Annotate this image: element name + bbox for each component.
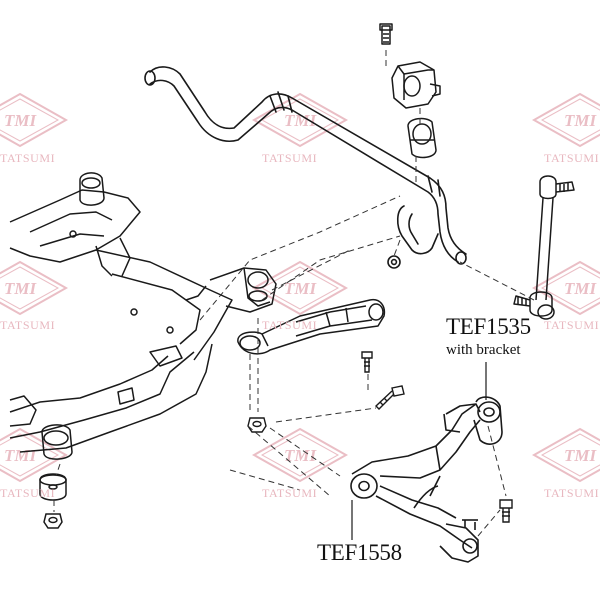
lower-bushing-and-nut	[39, 473, 67, 529]
watermark-brand-text-9: TATSUMI	[544, 486, 600, 500]
callout-leader-lines	[351, 362, 487, 540]
watermark-brand-text-6: TATSUMI	[544, 318, 600, 332]
bolt-arm-right	[499, 499, 513, 523]
watermark-brand-text-8: TATSUMI	[262, 486, 318, 500]
assembly-dashed-lines	[53, 50, 535, 537]
lower-control-arm	[350, 396, 503, 563]
nut-center	[247, 417, 267, 433]
watermark-brand-text-1: TATSUMI	[0, 151, 56, 165]
watermark-brand-text-4: TATSUMI	[0, 318, 56, 332]
watermark-brand-text-3: TATSUMI	[544, 151, 600, 165]
watermark-brand-text-7: TATSUMI	[0, 486, 56, 500]
long-bolt	[374, 385, 405, 410]
stabilizer-bar	[144, 66, 467, 269]
part-code-tef1535: TEF1535	[446, 314, 531, 339]
rear-control-link	[237, 298, 386, 355]
stabilizer-bushing-bracket	[379, 23, 441, 159]
watermark-brand-text-2: TATSUMI	[262, 151, 318, 165]
part-code-tef1558: TEF1558	[317, 540, 402, 565]
subframe	[9, 172, 277, 460]
bolt-rear-link	[361, 351, 373, 373]
stabilizer-link	[513, 175, 575, 320]
part-note-with-bracket: with bracket	[446, 342, 521, 358]
watermark-brand-text-5: TATSUMI	[262, 318, 318, 332]
